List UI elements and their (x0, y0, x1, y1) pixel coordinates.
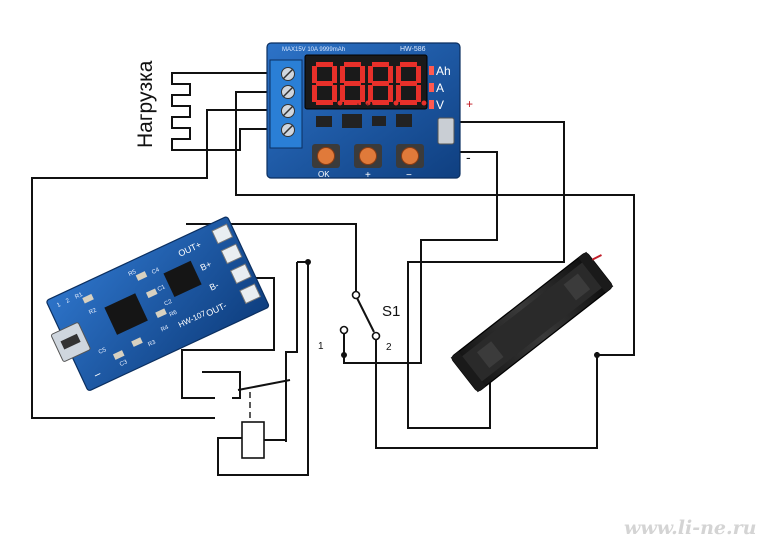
load-resistor (171, 72, 300, 151)
silk-r4: R4 (160, 324, 170, 333)
switch-pos1-label: 1 (318, 341, 324, 352)
silk-2: 2 (65, 298, 71, 305)
silk-r2: R2 (88, 307, 98, 316)
battery-holder (450, 251, 614, 393)
silk-c5: C5 (98, 347, 108, 356)
unit-ah-label: Ah (436, 64, 451, 78)
meter-display-readout: 8.8.8.8 (357, 104, 374, 108)
load-label: Нагрузка (134, 60, 157, 148)
meter-module (266, 42, 461, 179)
button-plus-label: + (365, 170, 371, 181)
charger-module: OUT+ B+ B- OUT- HW-107 R1 R2 R3 R4 R5 R6… (46, 216, 270, 391)
meter-buttons (312, 144, 424, 168)
meter-model-code: HW-586 (400, 46, 426, 53)
silk-r1: R1 (74, 292, 84, 301)
meter-model-text: MAX15V 10A 9999mAh (282, 47, 345, 53)
silk-c3: C3 (119, 359, 129, 368)
power-minus-label: - (466, 149, 471, 165)
wires (31, 91, 635, 476)
silk-r3: R3 (147, 339, 157, 348)
power-plus-label: + (466, 97, 473, 111)
switch-pos2-label: 2 (386, 342, 392, 353)
junction-dots (305, 259, 600, 358)
unit-v-label: V (436, 98, 444, 112)
charger-pin-b-plus: B+ (199, 259, 213, 273)
switch-s1 (339, 290, 381, 341)
silk-c2: C2 (164, 299, 174, 308)
silk-c4: C4 (151, 267, 161, 276)
silk-r6: R6 (169, 309, 179, 318)
button-minus-label: − (406, 170, 412, 181)
seven-seg-display (312, 62, 427, 106)
silk-1: 1 (56, 302, 62, 309)
charger-pin-b-minus: B- (208, 280, 220, 293)
button-ok-label: OK (318, 170, 330, 179)
silk-r5: R5 (128, 269, 138, 278)
switch-label: S1 (382, 303, 400, 320)
unit-a-label: A (436, 81, 444, 95)
terminal-screws (281, 67, 295, 137)
silk-c1: C1 (157, 284, 167, 293)
watermark: www.li-ne.ru (624, 517, 756, 539)
